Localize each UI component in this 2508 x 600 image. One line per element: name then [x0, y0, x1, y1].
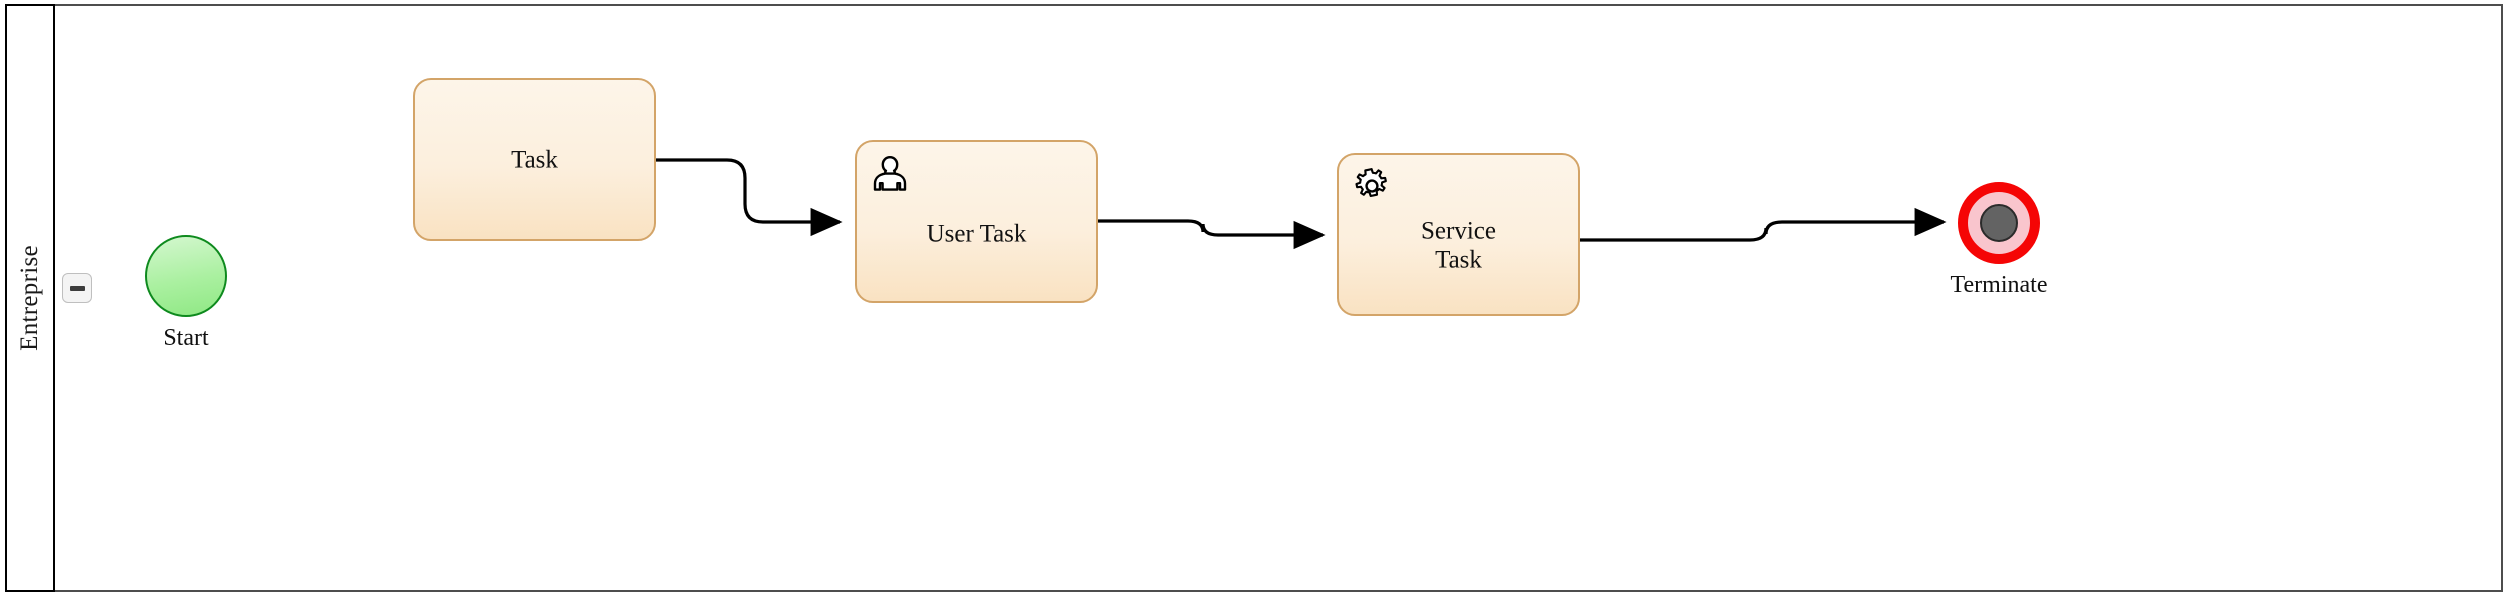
terminate-event-marker [1980, 204, 2018, 242]
user-icon [870, 153, 910, 193]
user-task-activity-label: User Task [926, 220, 1027, 248]
user-task-activity[interactable]: User Task [855, 140, 1098, 303]
terminate-event-label: Terminate [1950, 272, 2048, 298]
pool-name-label: Entreprise [16, 245, 43, 351]
terminate-end-event[interactable]: Terminate [1951, 182, 2047, 298]
gear-icon [1352, 166, 1392, 206]
service-task-activity-label: Service Task [1421, 217, 1496, 274]
task-activity-label: Task [511, 145, 558, 173]
start-event-label: Start [163, 325, 209, 351]
task-activity[interactable]: Task [413, 78, 656, 241]
start-event-shape [145, 235, 227, 317]
service-task-activity[interactable]: Service Task [1337, 153, 1580, 316]
start-event[interactable]: Start [145, 235, 227, 351]
pool-collapse-button[interactable] [62, 273, 92, 303]
minus-icon [69, 285, 85, 291]
pool-entreprise[interactable]: Entreprise [5, 4, 2503, 592]
pool-header[interactable]: Entreprise [5, 4, 55, 592]
